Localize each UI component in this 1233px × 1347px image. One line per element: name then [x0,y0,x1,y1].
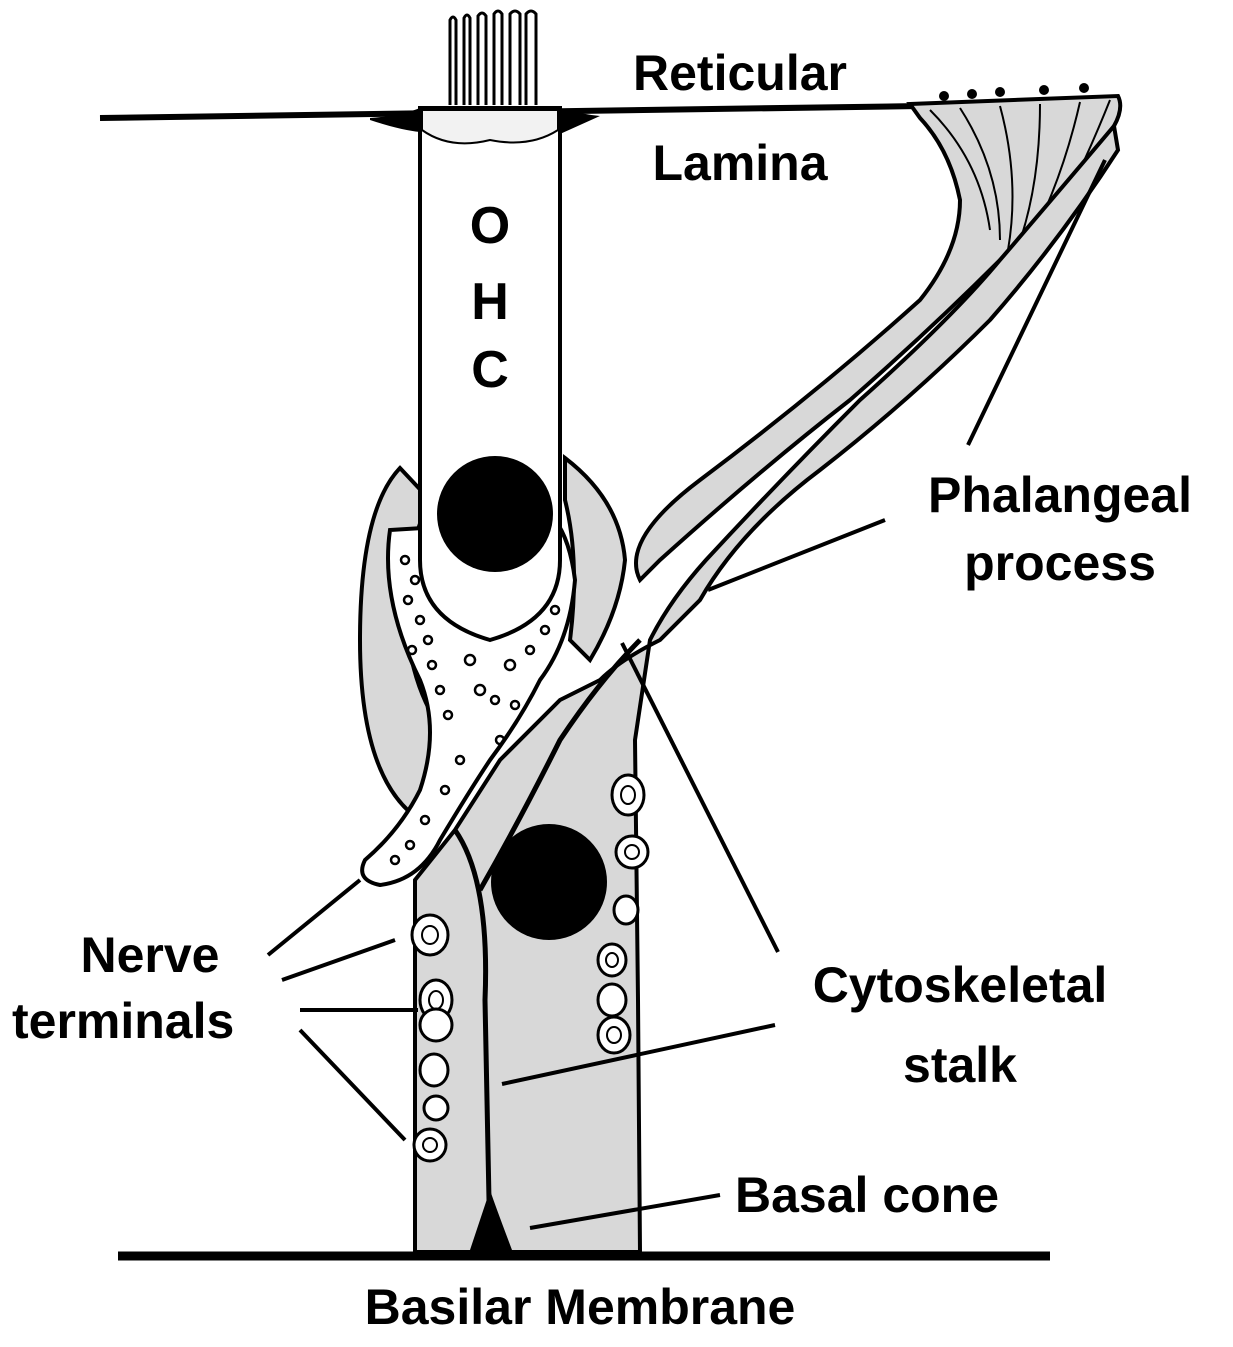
label-lamina: Lamina [600,138,880,188]
leader-nerve-2 [282,940,395,980]
label-basal-cone: Basal cone [735,1170,999,1220]
label-process: process [895,538,1225,588]
label-ohc-o: O [460,200,520,252]
stereocilia [450,11,536,105]
leader-nerve-1 [268,880,360,955]
label-reticular: Reticular [600,48,880,98]
ohc-nucleus [437,456,553,572]
deiters-nucleus [491,824,607,940]
label-ohc-c: C [460,344,520,396]
label-nerve: Nerve [30,930,270,980]
leader-cytoskeletal-1 [622,643,778,952]
label-stalk: stalk [780,1040,1140,1090]
leader-nerve-4 [300,1030,405,1140]
label-cytoskeletal: Cytoskeletal [780,960,1140,1010]
cup-right [565,458,625,660]
label-basilar-membrane: Basilar Membrane [200,1282,960,1332]
label-ohc-h: H [460,276,520,328]
label-phalangeal: Phalangeal [895,470,1225,520]
cuticular-plate [422,110,558,143]
label-terminals: terminals [12,996,234,1046]
